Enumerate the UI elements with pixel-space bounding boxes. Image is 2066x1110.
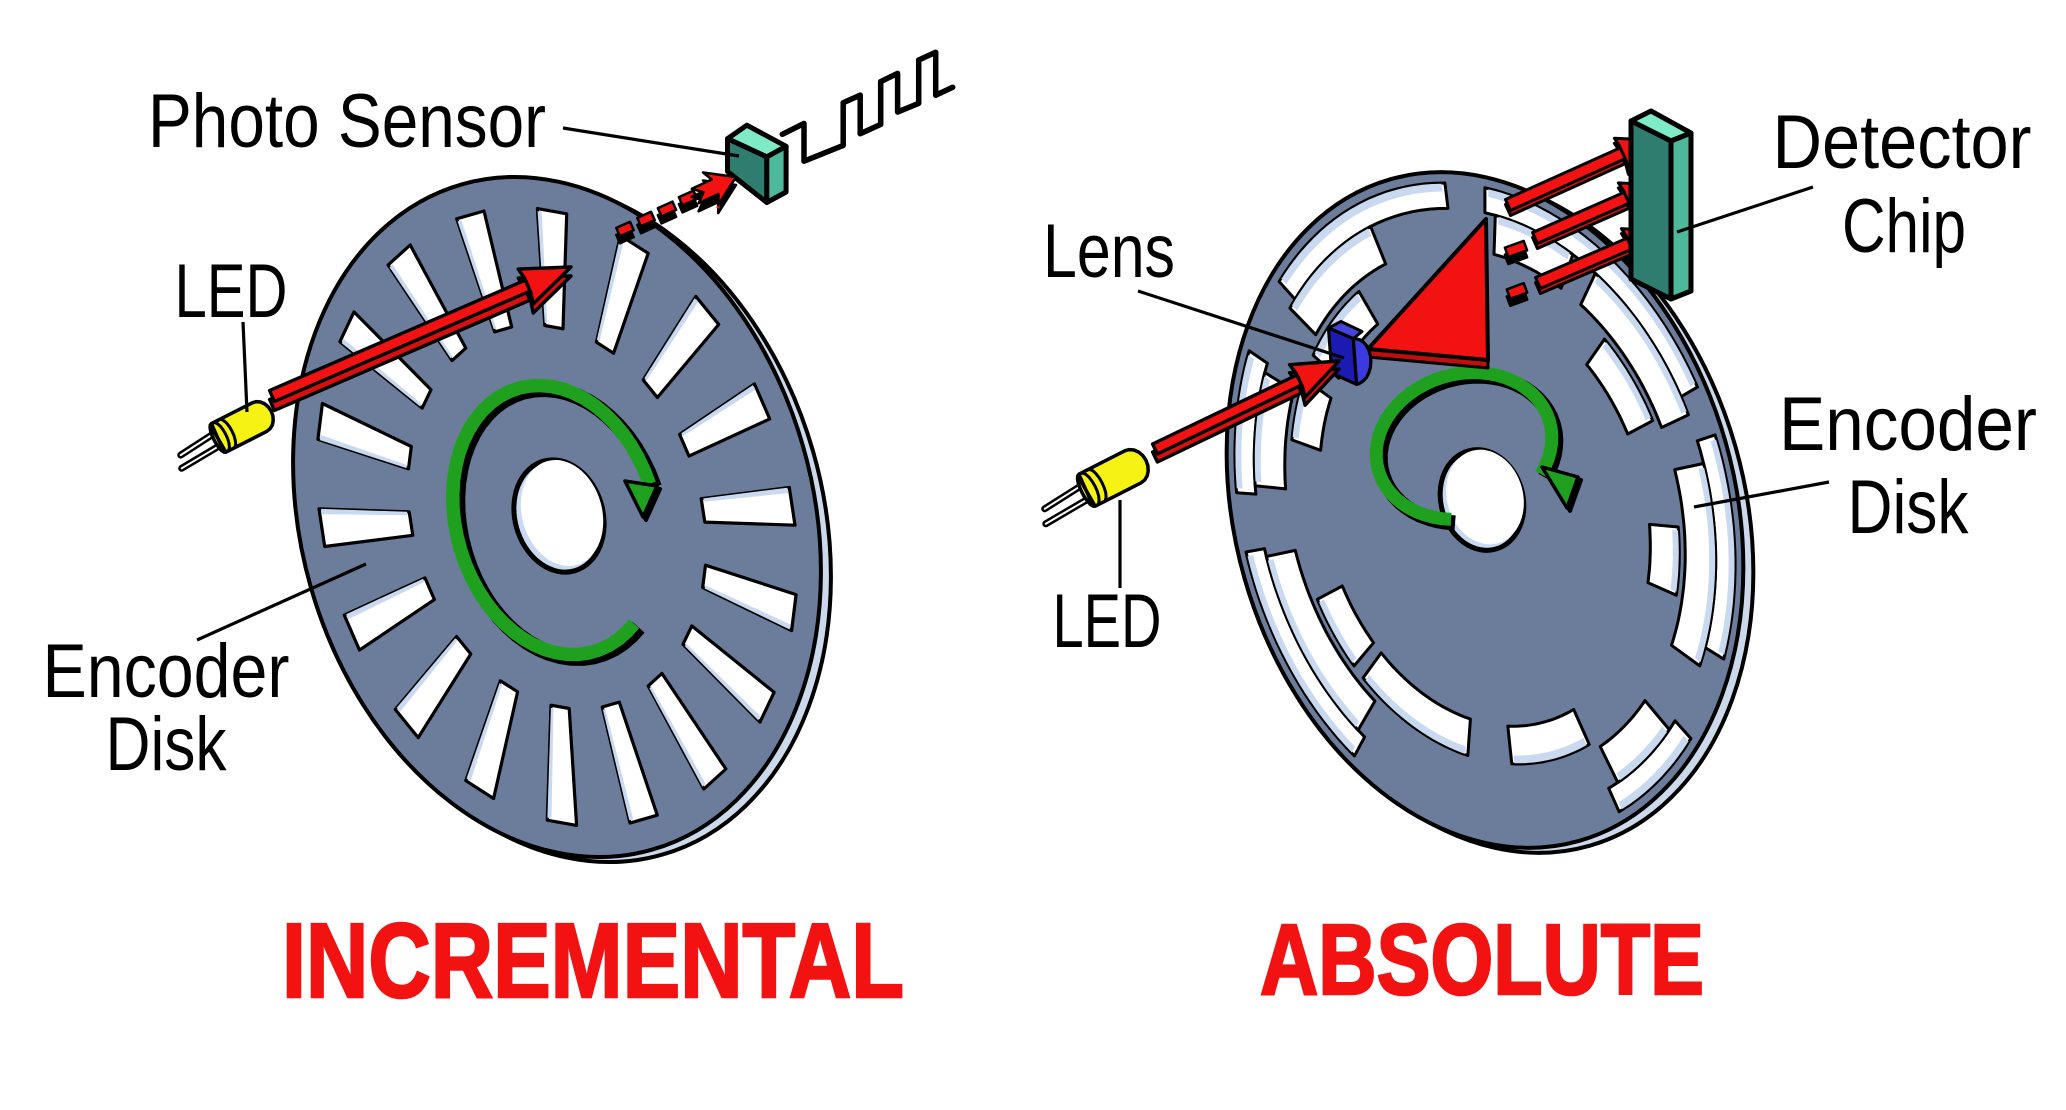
svg-text:ABSOLUTE: ABSOLUTE — [1260, 904, 1704, 1016]
svg-text:Photo Sensor: Photo Sensor — [148, 79, 546, 164]
svg-text:Detector: Detector — [1773, 100, 2032, 185]
svg-text:LED: LED — [175, 249, 288, 334]
svg-text:Encoder: Encoder — [43, 629, 290, 714]
svg-text:INCREMENTAL: INCREMENTAL — [282, 902, 904, 1020]
svg-text:Chip: Chip — [1842, 184, 1966, 269]
svg-text:Lens: Lens — [1043, 209, 1175, 294]
svg-text:Disk: Disk — [1848, 465, 1970, 550]
svg-text:LED: LED — [1053, 579, 1162, 664]
svg-text:Disk: Disk — [106, 702, 228, 787]
svg-text:Encoder: Encoder — [1779, 382, 2037, 467]
